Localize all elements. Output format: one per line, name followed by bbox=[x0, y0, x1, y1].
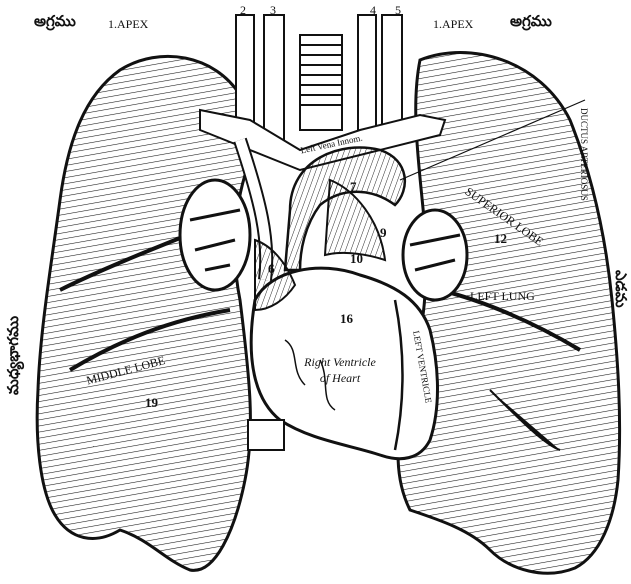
number-7: 7 bbox=[350, 180, 357, 193]
script-apex-right: అగ్రము bbox=[510, 14, 552, 29]
apex-label-right: 1.APEX bbox=[433, 18, 473, 30]
number-19: 19 bbox=[145, 396, 158, 409]
vessel-number-5: 5 bbox=[395, 4, 401, 16]
number-16: 16 bbox=[340, 312, 353, 325]
right-hilum bbox=[180, 180, 250, 290]
apex-label-left: 1.APEX bbox=[108, 18, 148, 30]
number-9: 9 bbox=[380, 226, 387, 239]
script-apex-left: అగ్రము bbox=[34, 14, 76, 29]
script-left-side-wrapper: మధ్యభాగము bbox=[6, 395, 26, 396]
vessel-number-2: 2 bbox=[240, 4, 246, 16]
script-left-side: మధ్యభాగము bbox=[6, 316, 21, 395]
left-lung-label: LEFT LUNG bbox=[470, 290, 535, 302]
vessel-number-3: 3 bbox=[270, 4, 276, 16]
inferior-vena-cava bbox=[248, 420, 284, 450]
trachea bbox=[300, 35, 342, 130]
script-right-side-wrapper: ఎడమ bbox=[612, 270, 631, 271]
number-12: 12 bbox=[494, 232, 507, 245]
script-right-side: ఎడమ bbox=[613, 270, 628, 308]
vessel-number-4: 4 bbox=[370, 4, 376, 16]
left-hilum bbox=[403, 210, 467, 300]
number-10: 10 bbox=[350, 252, 363, 265]
number-6: 6 bbox=[268, 262, 275, 275]
right-ventricle-label: Right Ventricle of Heart bbox=[300, 355, 380, 386]
